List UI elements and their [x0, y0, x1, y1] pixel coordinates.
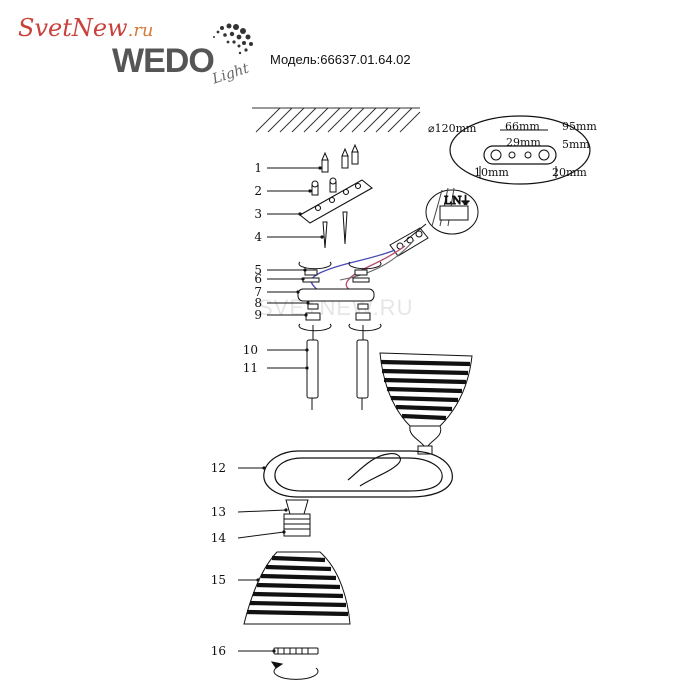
part-number-3: 3: [254, 207, 262, 221]
dim-66: 66mm: [505, 120, 540, 133]
part-small-screw: [311, 177, 337, 196]
part-number-11: 11: [243, 361, 258, 375]
brand-logo: SvetNew.ru WEDO Light: [14, 14, 264, 92]
terminal-ground: ⏚: [460, 194, 471, 207]
terminal-n: N: [452, 194, 462, 207]
part-number-1: 1: [254, 161, 262, 175]
part-nuts: [302, 269, 370, 283]
dim-10: 10mm: [474, 166, 509, 179]
part-number-16: 16: [211, 644, 226, 658]
callout-arrowhead: [262, 466, 266, 470]
callout-arrowhead: [308, 189, 312, 193]
callout-arrowhead: [320, 235, 324, 239]
dim-5: 5mm: [562, 138, 590, 151]
callout-arrowhead: [301, 277, 305, 281]
part-number-5: 5: [254, 263, 262, 277]
callout-arrowhead: [305, 348, 309, 352]
logo-wordmark: WEDO: [112, 42, 215, 80]
part-upper-shade: [379, 352, 473, 455]
part-number-6: 6: [254, 272, 262, 286]
part-number-8: 8: [254, 296, 262, 310]
dim-diameter: ⌀120mm: [428, 122, 477, 135]
part-lamp-socket: [283, 499, 311, 537]
part-number-14: 14: [211, 531, 227, 545]
part-canopy-plate: [297, 288, 375, 302]
callout-arrowhead: [298, 212, 302, 216]
dim-20: 20mm: [552, 166, 587, 179]
callout-arrowhead: [272, 649, 276, 653]
logo-swirl-icon: [213, 23, 253, 55]
callout-leader: [237, 509, 287, 513]
part-number-12: 12: [211, 461, 226, 475]
callout-arrowhead: [256, 578, 260, 582]
part-number-4: 4: [254, 230, 262, 244]
terminal-l: L: [444, 194, 452, 207]
callout-arrowhead: [318, 166, 322, 170]
callout-arrowhead: [284, 508, 288, 512]
part-number-13: 13: [211, 505, 226, 519]
part-wall-anchors: [322, 211, 348, 249]
part-number-10: 10: [243, 343, 258, 357]
part-mounting-bracket: [299, 179, 373, 224]
ceiling-hatch: [252, 107, 421, 133]
callout-arrowhead: [303, 268, 307, 272]
part-rods: [306, 325, 369, 410]
callout-arrowhead: [304, 313, 308, 317]
part-screws: [321, 143, 359, 173]
callout-arrowhead: [305, 366, 309, 370]
part-number-7: 7: [254, 285, 262, 299]
model-label: Модель:66637.01.64.02: [270, 52, 411, 67]
part-arm-frame: [263, 450, 453, 498]
part-retaining-ring: [270, 647, 319, 680]
dim-29: 29mm: [506, 136, 541, 149]
logo-brand-text: SvetNew.ru: [18, 14, 154, 42]
part-lower-shade: [243, 551, 351, 625]
part-washers: [305, 303, 371, 321]
part-number-9: 9: [254, 308, 262, 322]
dim-95: 95mm: [562, 120, 597, 133]
bracket-dimension-inset: ⌀120mm 66mm 95mm 29mm 5mm 10mm 20mm: [428, 115, 597, 185]
part-number-15: 15: [211, 573, 226, 587]
wire-gray: [339, 239, 415, 281]
part-number-2: 2: [254, 184, 262, 198]
callout-leader: [237, 531, 285, 539]
rotation-arrow-icons: [298, 261, 382, 332]
callout-arrowhead: [282, 530, 286, 534]
terminal-block: L N ⏚: [389, 187, 479, 257]
callout-arrowhead: [296, 290, 300, 294]
callout-arrowhead: [306, 301, 310, 305]
